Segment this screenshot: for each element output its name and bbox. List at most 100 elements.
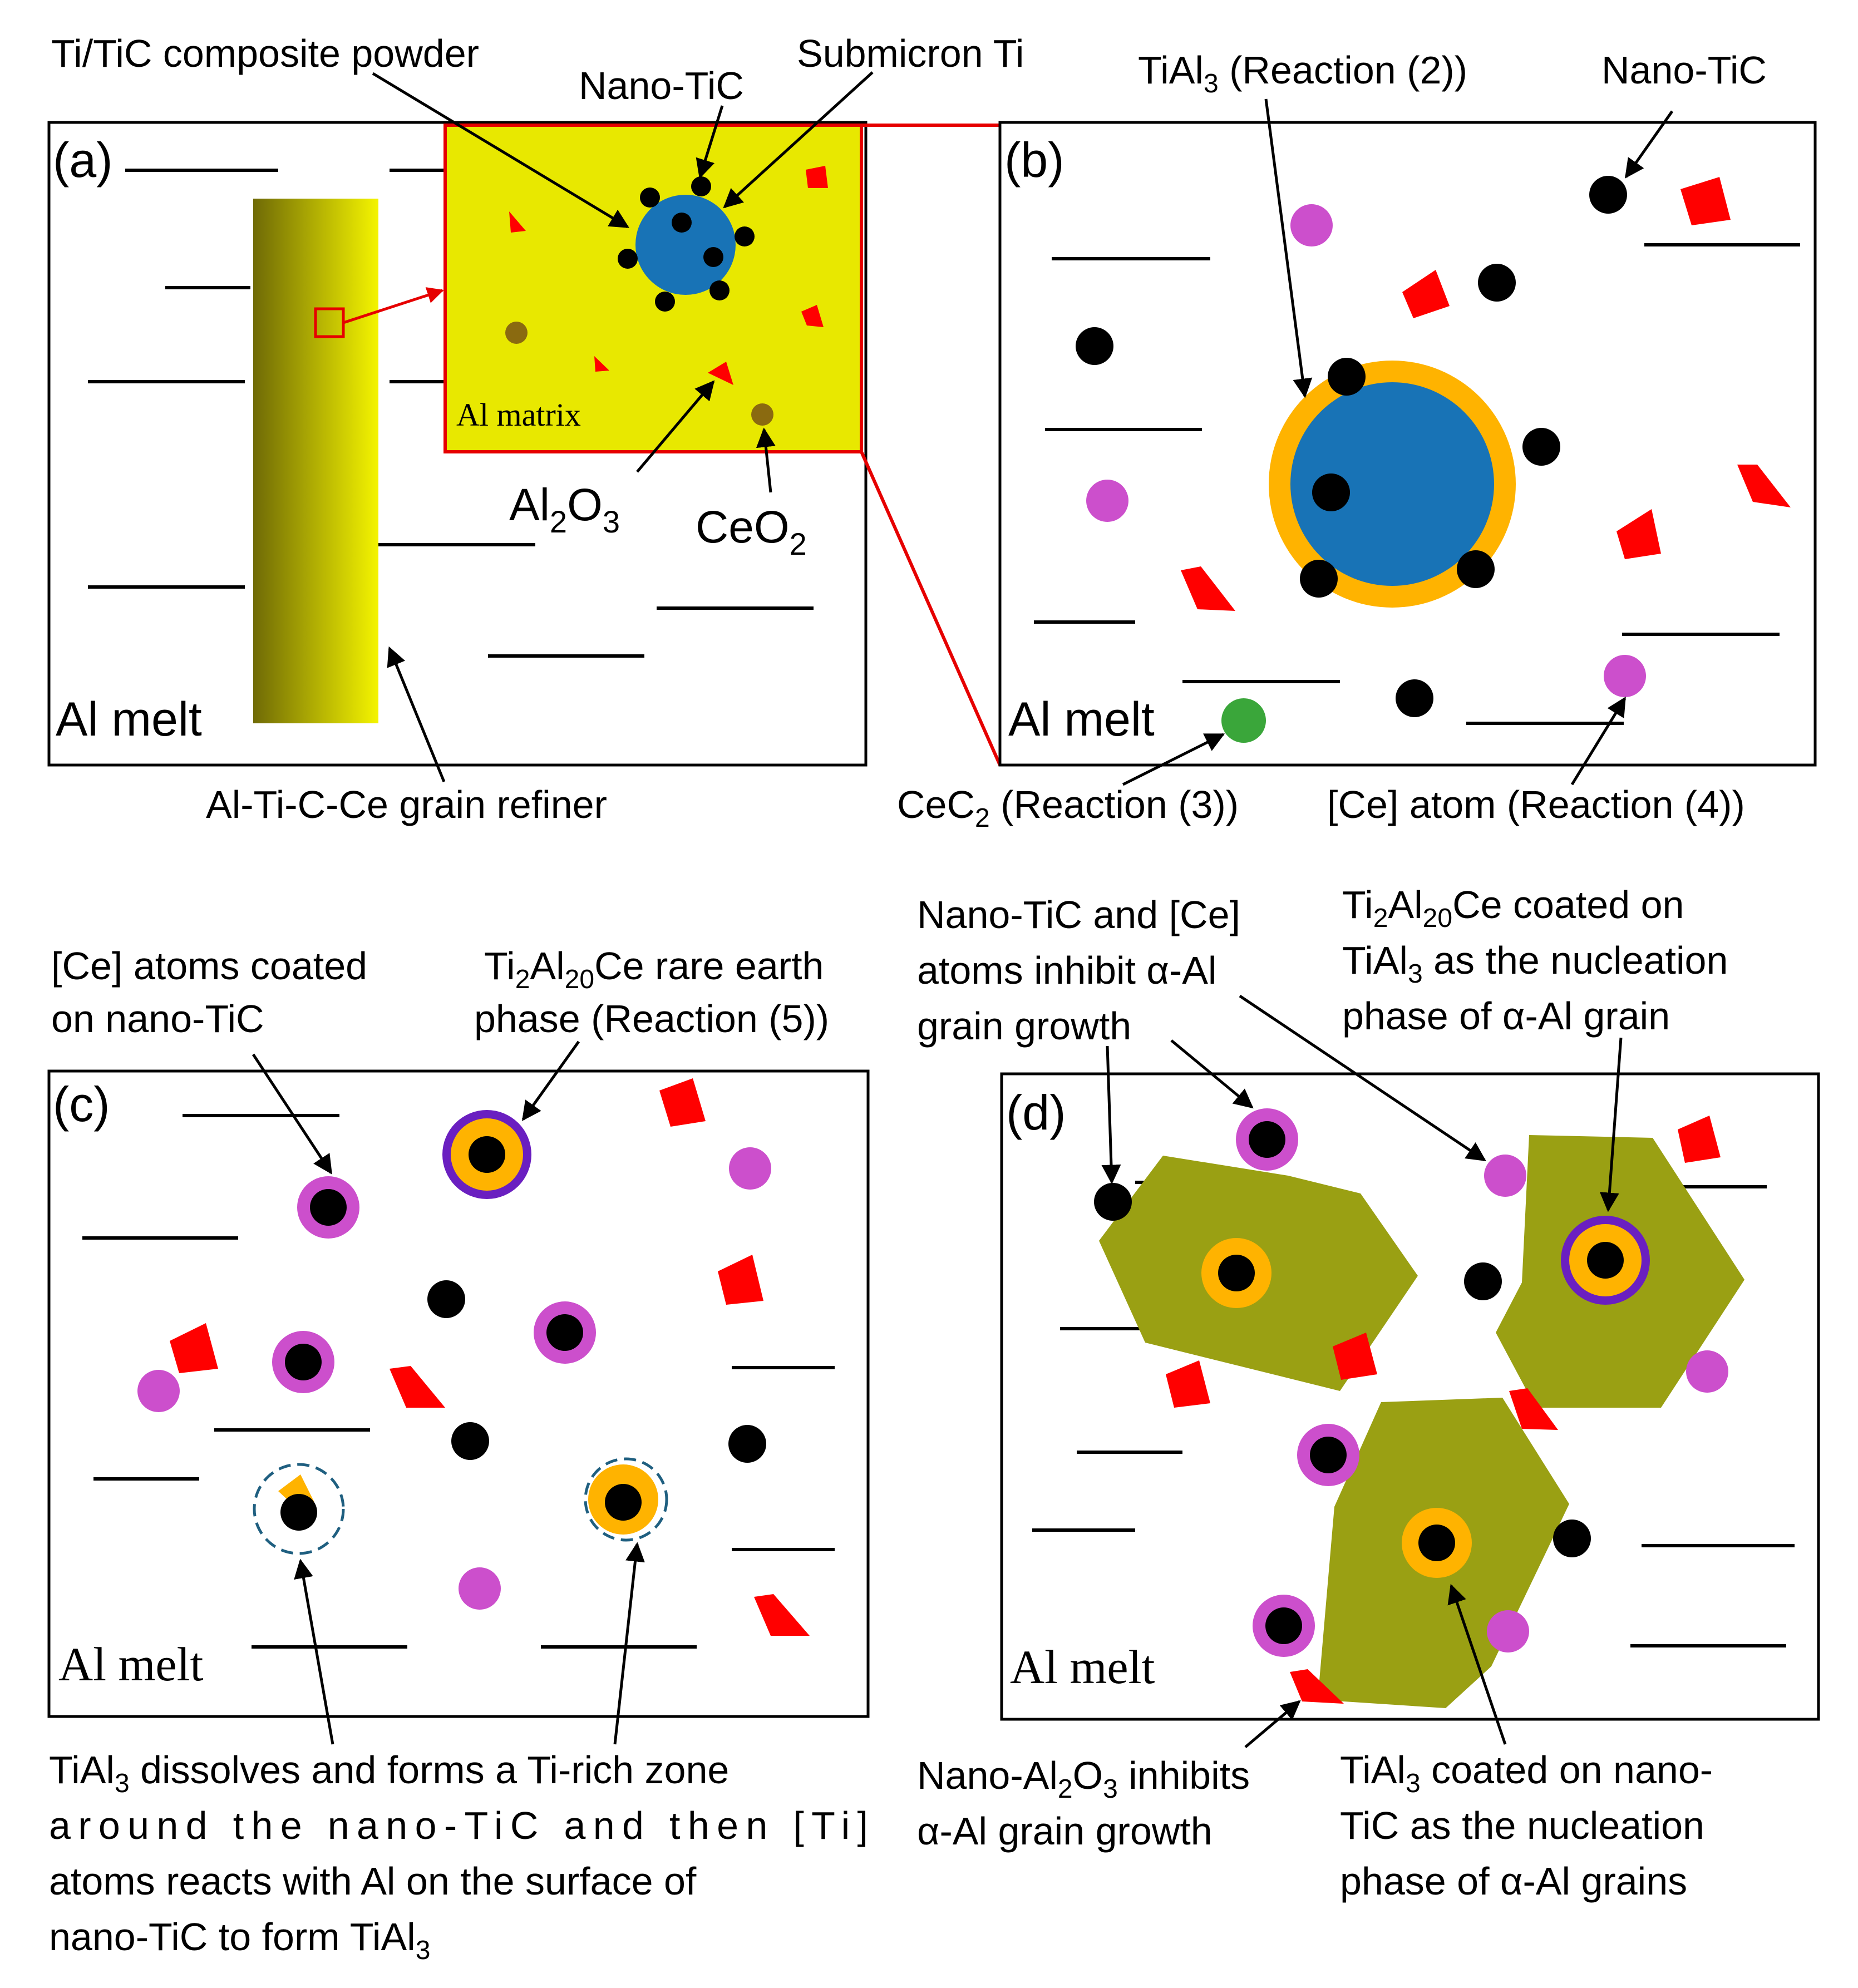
ce-atom-dot (1604, 655, 1646, 697)
cec2-dot (1221, 698, 1266, 743)
nano-tic-dot (640, 188, 660, 208)
callout-ti2al20ce-nucleation: Ti2Al20Ce coated on TiAl3 as the nucleat… (1342, 883, 1739, 1038)
callout-ti-rich-zone: TiAl3 dissolves and forms a Ti-rich zone… (49, 1748, 886, 1965)
al2o3-shard (806, 166, 828, 188)
nano-tic-dot (735, 226, 755, 246)
callout-ceo2: CeO2 (696, 502, 807, 561)
nano-tic-dot (728, 1425, 766, 1463)
callout-cec2: CeC2 (Reaction (3)) (897, 783, 1239, 833)
panel-d: (d) (917, 883, 1820, 1903)
nano-tic-dot (1076, 327, 1113, 365)
al2o3-shard (509, 211, 526, 233)
nano-tic-dot (1312, 473, 1350, 511)
callout-ti2al20ce: Ti2Al20Ce rare earth phase (Reaction (5)… (474, 944, 835, 1040)
nano-tic-dot (605, 1484, 642, 1521)
al2o3-shard (708, 362, 733, 385)
nano-tic-on-powder (618, 176, 755, 312)
tial3-coated-nuclei (1201, 1238, 1472, 1578)
callout-ce-atom: [Ce] atom (Reaction (4)) (1327, 783, 1745, 826)
nano-tic-dot (1265, 1607, 1302, 1644)
al2o3-shard (1402, 270, 1450, 318)
ce-atom-dot (1484, 1155, 1526, 1197)
ti2al20ce-phase (442, 1110, 531, 1199)
panel-c: (c) (47, 944, 886, 1965)
magnify-arrow (343, 287, 444, 324)
al2o3-shard (718, 1255, 763, 1305)
nano-tic-dot (451, 1422, 489, 1460)
al2o3-particles (509, 166, 828, 385)
melt-level-lines (88, 169, 814, 658)
inset-al-matrix (443, 124, 863, 453)
panel-b: (b) (897, 48, 1817, 833)
nano-tic-dot (1310, 1437, 1347, 1473)
nano-tic-dot (1522, 428, 1560, 466)
ce-atoms (1484, 1155, 1728, 1652)
ti-rich-zone-right (584, 1457, 668, 1542)
nano-tic-dot (618, 249, 638, 269)
al2o3-shard (594, 356, 609, 372)
nano-tic-dot (1300, 560, 1338, 598)
ce-atom-dot (1487, 1610, 1529, 1652)
nano-tic-dot (1589, 176, 1627, 214)
ce-coated-tic (272, 1176, 596, 1393)
nano-tic-dot (1218, 1255, 1255, 1291)
melt-level-lines (1034, 243, 1800, 725)
nano-tic-dot (672, 213, 692, 233)
nano-tic-dot (1464, 1262, 1502, 1300)
nano-tic-dot (1457, 550, 1495, 588)
nano-tic-particles (427, 1280, 766, 1463)
nano-tic-dot (1396, 679, 1433, 717)
ce-atom-dot (729, 1147, 771, 1190)
panel-b-melt-label: Al melt (1008, 693, 1155, 746)
panel-c-melt-label: Al melt (58, 1637, 203, 1691)
callout-inhibit: Nano-TiC and [Ce] atoms inhibit α-Al gra… (917, 893, 1251, 1048)
al2o3-shard (1509, 1388, 1558, 1430)
al2o3-shard (659, 1078, 706, 1127)
panel-c-leaders (252, 1040, 645, 1745)
ce-atoms (137, 1147, 771, 1610)
nano-tic-dot (691, 176, 711, 196)
callout-nano-tic: Nano-TiC (579, 64, 744, 107)
nano-tic-dot (546, 1314, 583, 1351)
panel-a: (a) Al matrix (47, 32, 1024, 826)
al2o3-shard (390, 1366, 445, 1408)
composite-powder-core (1290, 382, 1494, 586)
panel-a-label: (a) (53, 132, 113, 188)
nano-tic-dot (285, 1344, 322, 1380)
callout-submicron-ti: Submicron Ti (797, 32, 1024, 75)
al2o3-particles (170, 1078, 810, 1636)
nano-tic-dot (280, 1494, 317, 1531)
callout-ce-coated: [Ce] atoms coated on nano-TiC (51, 944, 378, 1040)
ceo2-dot (505, 322, 528, 344)
ceo2-dot (751, 403, 773, 426)
ceo2-particles (505, 322, 773, 426)
al2o3-particles (1181, 177, 1791, 611)
callout-nano-tic: Nano-TiC (1601, 48, 1767, 92)
ti-rich-zone-boundary (584, 1457, 668, 1542)
nano-tic-dot (703, 247, 723, 267)
panel-a-leaders (372, 71, 874, 782)
ce-atom-dot (1290, 204, 1333, 246)
callout-tial3-nucleation: TiAl3 coated on nano- TiC as the nucleat… (1340, 1748, 1724, 1903)
nano-tic-dot (310, 1189, 347, 1226)
nano-tic-dot (709, 280, 730, 300)
al2o3-shard (754, 1594, 810, 1636)
nano-tic-dot (655, 292, 675, 312)
callout-composite-powder: Ti/TiC composite powder (51, 32, 479, 75)
ce-atom-dot (137, 1370, 180, 1412)
panel-b-leaders (1122, 98, 1674, 786)
al2o3-shard (1181, 566, 1235, 611)
al2o3-shard (1333, 1333, 1377, 1380)
nano-tic-particles (1094, 1183, 1591, 1557)
al2o3-shard (1290, 1669, 1344, 1704)
panel-d-melt-label: Al melt (1010, 1640, 1155, 1694)
al2o3-shard (1680, 177, 1731, 225)
nano-tic-dot (1249, 1121, 1285, 1158)
al2o3-shard (1166, 1360, 1210, 1408)
nano-tic-dot (1094, 1183, 1132, 1221)
nano-tic-dot (427, 1280, 465, 1318)
al2o3-shard (1737, 465, 1791, 507)
al2o3-shard (801, 305, 824, 327)
panel-a-melt-label: Al melt (56, 693, 202, 746)
